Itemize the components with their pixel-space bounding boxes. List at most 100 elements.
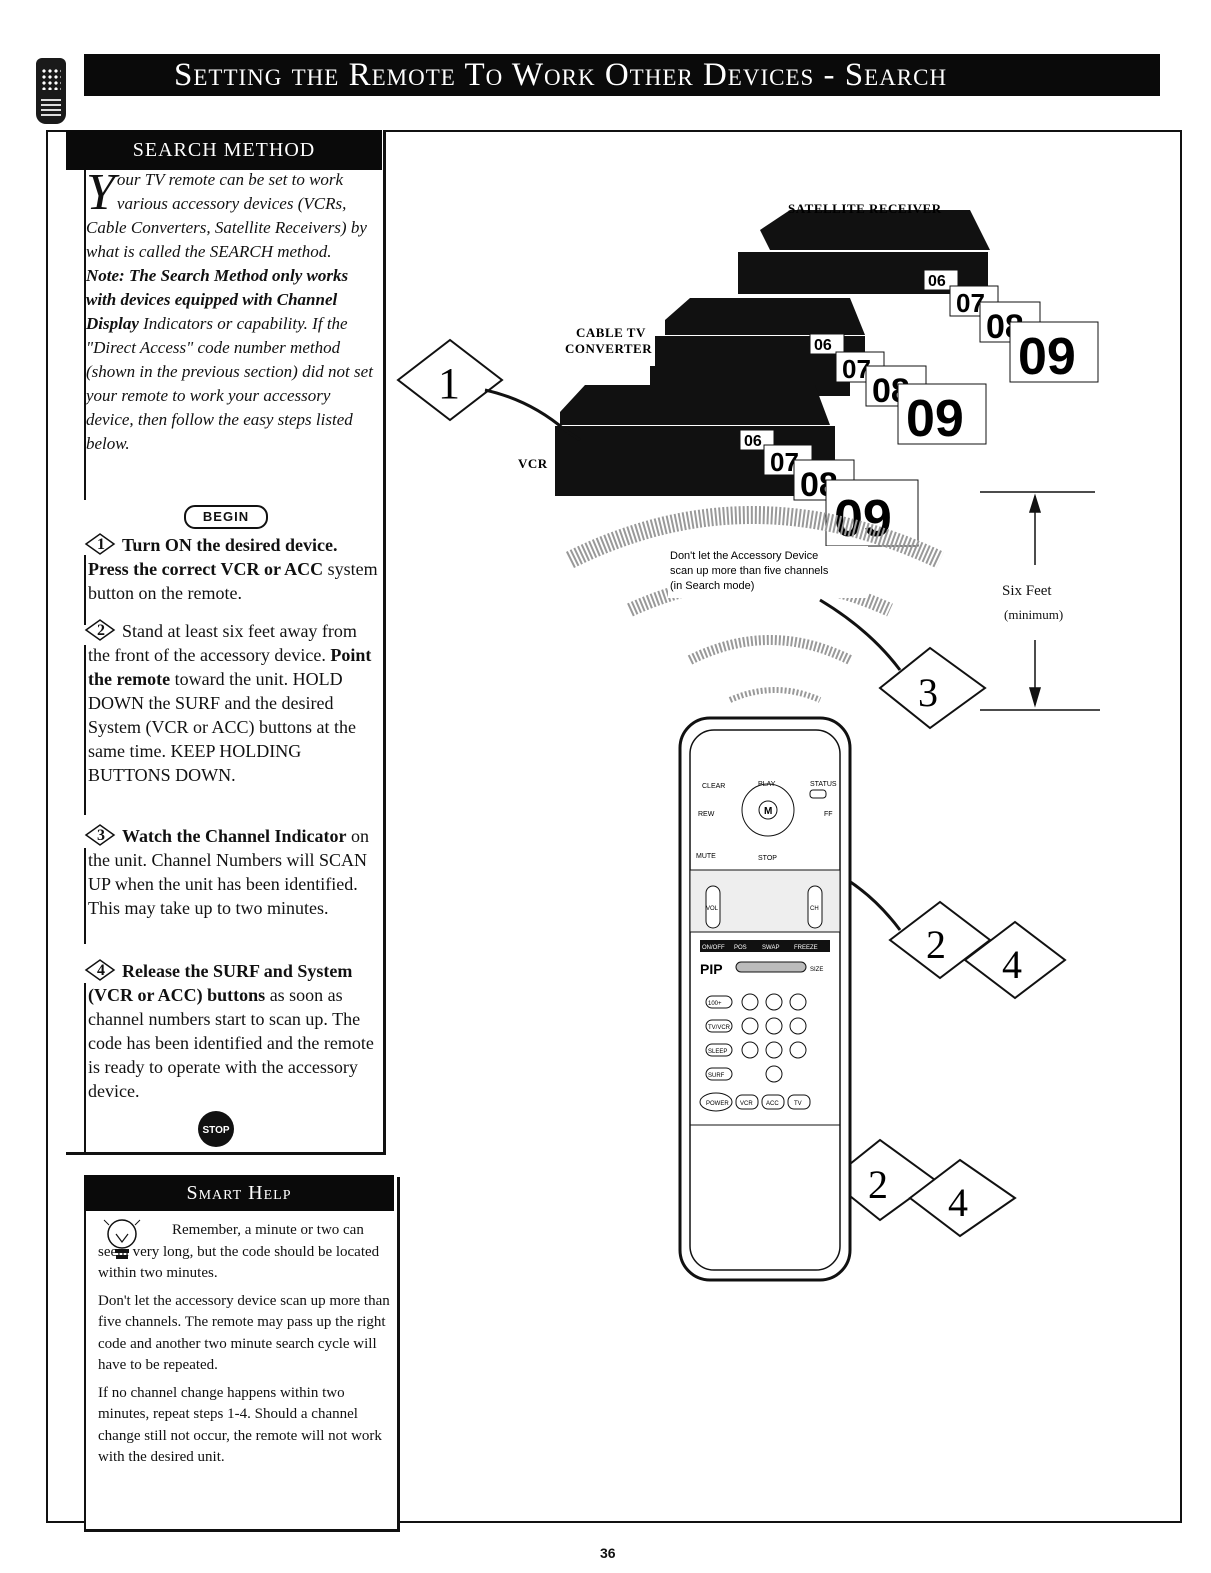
svg-text:06: 06 [744,433,762,450]
stop-sign-icon: STOP [198,1111,234,1147]
step-4-diamond: 4 [84,959,116,981]
step-1-diamond: 1 [84,533,116,555]
cable-label-2: CONVERTER [565,341,652,356]
svg-text:TV: TV [794,1101,802,1107]
step-2-text: toward the unit. HOLD DOWN the SURF and … [88,669,357,785]
svg-text:REW: REW [698,811,715,818]
svg-text:4: 4 [948,1180,968,1225]
smart-help-text: Remember, a minute or two can seem very … [98,1220,390,1475]
svg-text:SLEEP: SLEEP [708,1049,727,1055]
svg-text:M: M [764,806,772,817]
six-feet-label: Six Feet [1002,583,1052,599]
scan-note-2: scan up more than five channels [670,565,829,577]
svg-text:SWAP: SWAP [762,945,779,951]
lightbulb-icon [103,1219,141,1259]
step-rule [84,848,86,944]
page-title: Setting the Remote To Work Other Devices… [84,54,1160,96]
step-3-bold: Watch the Channel Indicator [122,826,347,846]
svg-text:CLEAR: CLEAR [702,783,725,790]
svg-text:VOL: VOL [706,906,719,912]
page-frame [46,130,1182,1523]
intro-text: our TV remote can be set to work various… [86,170,367,261]
svg-text:06: 06 [928,273,946,290]
step-2-bold: Point the remote [88,645,372,689]
help-paragraph: Remember, a minute or two can seem very … [98,1222,380,1281]
step-3-text: on the unit. Channel Numbers will SCAN U… [88,826,370,918]
svg-text:ON/OFF: ON/OFF [702,945,725,951]
svg-text:STATUS: STATUS [810,781,837,788]
signal-waves [565,506,944,703]
smart-help-heading: Smart Help [84,1175,394,1211]
svg-text:VCR: VCR [740,1101,753,1107]
note-bold: Note: The Search Method only works with … [86,266,349,333]
cable-label-1: CABLE TV [576,325,646,340]
svg-text:TV/VCR: TV/VCR [708,1025,731,1031]
svg-text:1: 1 [438,359,460,408]
svg-text:POS: POS [734,945,747,951]
step-rule [84,645,86,815]
svg-text:09: 09 [1018,328,1076,386]
search-method-panel [66,130,386,1155]
step-1-text: system button on the remote. [88,559,378,603]
callout-2-4-lower: 2 4 [789,1118,1017,1238]
vcr-channels: 06 07 08 09 [739,429,919,548]
callout-3: 3 [819,598,987,730]
cable-channels: 06 07 08 09 [809,333,987,448]
svg-text:4: 4 [1002,942,1022,987]
scan-note-bg [668,546,868,598]
step-1-bold: Turn ON the desired device. Press the co… [88,535,338,579]
svg-text:2: 2 [926,922,946,967]
svg-text:CH: CH [810,906,819,912]
step-3-diamond: 3 [84,824,116,846]
drop-cap: Y [86,164,115,221]
begin-badge: BEGIN [184,505,268,529]
panel-rule [84,1210,86,1530]
six-feet-minimum-label: (minimum) [1004,607,1064,622]
page-number: 36 [600,1545,616,1561]
note-text: Indicators or capability. If the "Direct… [86,314,373,453]
svg-text:100+: 100+ [708,1001,722,1007]
svg-text:FF: FF [824,811,833,818]
svg-text:09: 09 [834,490,892,548]
step-2-diamond: 2 [84,619,116,641]
search-method-heading: SEARCH METHOD [66,130,382,170]
distance-marker [980,491,1100,711]
satellite-channels: 06 07 08 09 [923,269,1099,386]
callout-2-4-upper: 2 4 [829,868,1067,1000]
step-4-text: as soon as channel numbers start to scan… [88,985,374,1101]
scan-note-3: (in Search mode) [670,580,754,592]
remote-control: CLEAR PLAY STATUS M REW FF MUTE STOP VOL… [678,716,852,1282]
remote-icon [36,58,66,124]
scan-note-1: Don't let the Accessory Device [670,550,818,562]
svg-text:SIZE: SIZE [810,967,823,973]
svg-text:POWER: POWER [706,1101,729,1107]
svg-text:3: 3 [918,670,938,715]
svg-text:PIP: PIP [700,961,723,977]
svg-text:FREEZE: FREEZE [794,945,818,951]
help-paragraph: Don't let the accessory device scan up m… [98,1292,390,1374]
panel-rule [84,170,86,500]
smart-help-panel [84,1177,400,1532]
svg-text:06: 06 [814,337,832,354]
device-illustration: SATELLITE RECEIVER CABLE TV CONVERTER VC… [396,201,1100,1282]
svg-text:2: 2 [868,1162,888,1207]
help-paragraph: If no channel change happens within two … [98,1384,382,1466]
svg-text:MUTE: MUTE [696,853,716,860]
satellite-label: SATELLITE RECEIVER [788,201,942,216]
svg-text:ACC: ACC [766,1101,779,1107]
step-rule [84,555,86,625]
svg-text:09: 09 [906,390,964,448]
svg-text:STOP: STOP [202,1125,229,1136]
step-rule [84,983,86,1153]
step-4-bold: Release the SURF and System (VCR or ACC)… [88,961,353,1005]
step-2-lead: Stand at least six feet away from the fr… [88,621,357,665]
svg-text:STOP: STOP [758,855,777,862]
svg-text:SURF: SURF [708,1073,725,1079]
vcr-label: VCR [518,456,548,471]
vcr-device [555,385,835,496]
callout-1: 1 [396,338,581,442]
